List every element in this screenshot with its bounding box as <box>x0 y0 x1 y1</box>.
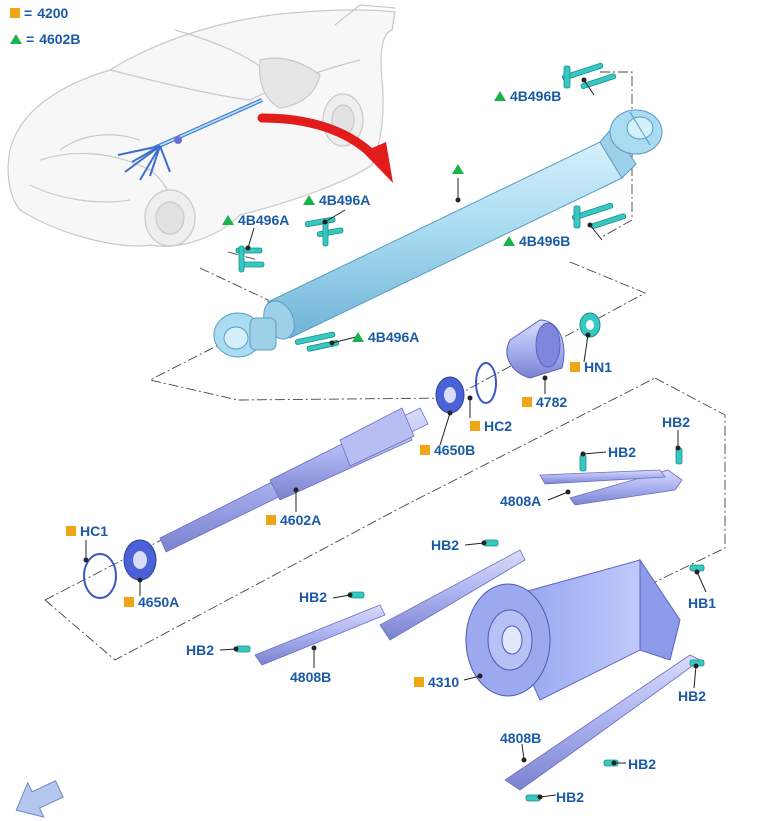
legend-label: 4602B <box>39 31 81 47</box>
triangle-marker-icon <box>452 164 464 174</box>
legend-label: 4200 <box>37 5 69 21</box>
fastener-bolts <box>235 62 627 352</box>
part-label-hb2[interactable]: HB2 <box>186 642 215 658</box>
legend-entry-4200: = 4200 <box>10 5 68 21</box>
triangle-marker-icon <box>222 215 234 225</box>
legend-equals: = <box>24 5 33 21</box>
leader-lines <box>83 77 707 800</box>
part-label-4b496b[interactable]: 4B496B <box>494 88 561 104</box>
triangle-marker-icon <box>10 34 22 44</box>
part-label-hb2[interactable]: HB2 <box>628 756 657 772</box>
square-marker-icon <box>420 445 430 455</box>
square-marker-icon <box>470 421 480 431</box>
part-label-hb2[interactable]: HB2 <box>608 444 637 460</box>
square-marker-icon <box>66 526 76 536</box>
seals-and-clips <box>83 362 497 599</box>
output-shaft-4602a <box>159 407 429 553</box>
part-label-4650b[interactable]: 4650B <box>420 442 475 458</box>
part-label-hb2[interactable]: HB2 <box>678 688 707 704</box>
triangle-marker-icon <box>352 332 364 342</box>
part-label-hb2[interactable]: HB2 <box>431 537 460 553</box>
part-label-4b496a[interactable]: 4B496A <box>352 329 419 345</box>
square-marker-icon <box>414 677 424 687</box>
boot-and-nut <box>506 312 601 379</box>
housing-4310 <box>465 558 681 701</box>
triangle-marker-icon <box>303 195 315 205</box>
part-label-hb2[interactable]: HB2 <box>556 789 585 805</box>
driveshaft-assembly <box>213 109 663 358</box>
callout-arrow <box>257 113 393 183</box>
back-arrow-icon[interactable] <box>8 772 68 821</box>
part-label-hc1[interactable]: HC1 <box>66 523 108 539</box>
part-marker-driveshaft <box>452 164 468 174</box>
part-label-4b496a[interactable]: 4B496A <box>222 212 289 228</box>
part-label-hn1[interactable]: HN1 <box>570 359 612 375</box>
part-label-hb2[interactable]: HB2 <box>299 589 328 605</box>
triangle-marker-icon <box>503 236 515 246</box>
part-label-4650a[interactable]: 4650A <box>124 594 179 610</box>
square-marker-icon <box>570 362 580 372</box>
legend-entry-4602b: = 4602B <box>10 31 80 47</box>
support-brackets <box>254 469 701 791</box>
part-label-4808b[interactable]: 4808B <box>290 669 332 685</box>
part-label-4808b[interactable]: 4808B <box>500 730 542 746</box>
part-label-4602a[interactable]: 4602A <box>266 512 321 528</box>
triangle-marker-icon <box>494 91 506 101</box>
part-label-hc2[interactable]: HC2 <box>470 418 512 434</box>
square-marker-icon <box>266 515 276 525</box>
part-label-4808a[interactable]: 4808A <box>500 493 542 509</box>
square-marker-icon <box>124 597 134 607</box>
part-label-4b496b[interactable]: 4B496B <box>503 233 570 249</box>
part-label-hb1[interactable]: HB1 <box>688 595 717 611</box>
square-marker-icon <box>522 397 532 407</box>
part-label-4310[interactable]: 4310 <box>414 674 459 690</box>
part-label-4b496a[interactable]: 4B496A <box>303 192 370 208</box>
part-label-4782[interactable]: 4782 <box>522 394 567 410</box>
square-marker-icon <box>10 8 20 18</box>
vehicle-driveline-highlight <box>117 98 263 181</box>
legend-equals: = <box>26 31 35 47</box>
part-label-hb2[interactable]: HB2 <box>662 414 691 430</box>
